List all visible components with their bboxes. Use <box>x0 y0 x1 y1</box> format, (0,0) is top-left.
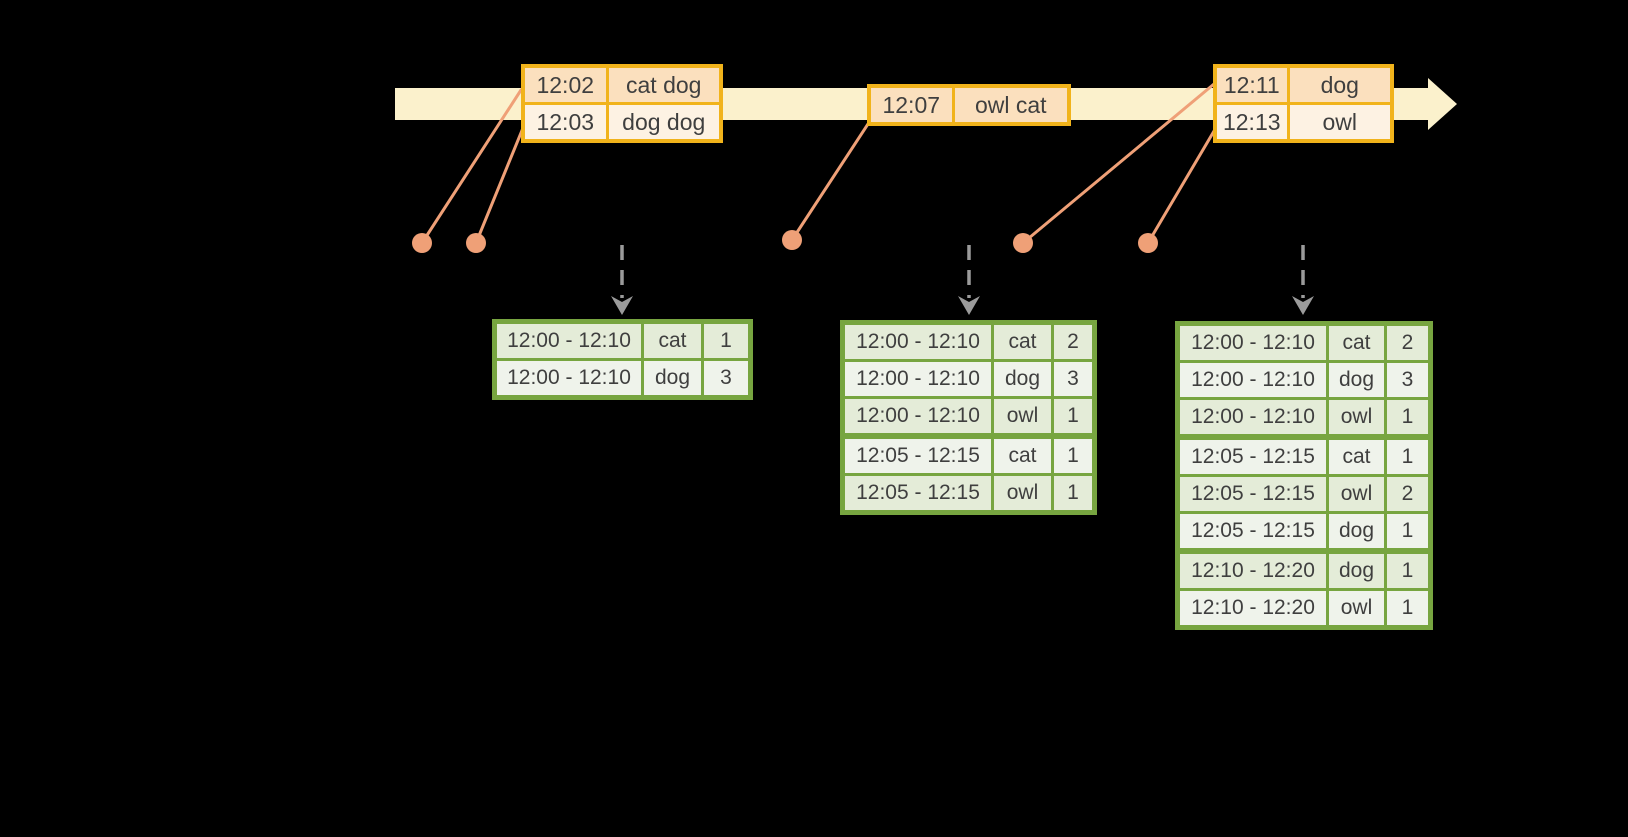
cell: 1 <box>1051 396 1096 438</box>
event-dot <box>1138 233 1158 253</box>
cell: owl <box>1286 102 1394 143</box>
arrow-down-icon <box>1292 296 1314 315</box>
timeline-arrowhead-icon <box>1428 78 1457 130</box>
event-connector-line <box>1146 124 1219 245</box>
cell: 12:00 - 12:10 <box>841 396 994 438</box>
cell: dog <box>641 358 704 399</box>
cell: 12:00 - 12:10 <box>1176 322 1329 363</box>
event-connector-line <box>474 126 525 245</box>
cell: dog <box>1326 548 1387 591</box>
cell: 12:10 - 12:20 <box>1176 588 1329 629</box>
cell: 1 <box>1051 433 1096 476</box>
cell: 1 <box>1384 434 1432 477</box>
event-connector-line <box>790 122 870 242</box>
trigger-arrow <box>1292 245 1314 315</box>
cell: 12:13 <box>1213 102 1290 143</box>
cell: dog dog <box>605 102 723 143</box>
trigger-arrow <box>958 245 980 315</box>
cell: 12:05 - 12:15 <box>1176 434 1329 477</box>
cell: cat <box>1326 322 1387 363</box>
cell: 12:00 - 12:10 <box>1176 397 1329 439</box>
event-connector-line <box>1021 82 1216 245</box>
cell: 3 <box>1384 360 1432 400</box>
event-connector-line <box>420 88 523 245</box>
cell: 12:07 <box>867 84 955 126</box>
cell: 1 <box>1384 397 1432 439</box>
cell: 12:00 - 12:10 <box>841 321 994 362</box>
cell: cat <box>641 320 704 361</box>
cell: 12:05 - 12:15 <box>1176 474 1329 514</box>
cell: 12:00 - 12:10 <box>493 358 644 399</box>
cell: 1 <box>1384 548 1432 591</box>
cell: 3 <box>701 358 752 399</box>
event-dot <box>782 230 802 250</box>
cell: owl <box>1326 588 1387 629</box>
cell: cat <box>991 433 1054 476</box>
cell: dog <box>1326 360 1387 400</box>
cell: owl <box>1326 474 1387 514</box>
cell: cat dog <box>605 64 723 105</box>
cell: 1 <box>701 320 752 361</box>
cell: cat <box>991 321 1054 362</box>
cell: owl <box>1326 397 1387 439</box>
cell: dog <box>1286 64 1394 105</box>
cell: 2 <box>1384 322 1432 363</box>
cell: 12:00 - 12:10 <box>841 359 994 399</box>
cell: 12:00 - 12:10 <box>1176 360 1329 400</box>
cell: 12:10 - 12:20 <box>1176 548 1329 591</box>
arrow-down-icon <box>958 296 980 315</box>
cell: owl <box>991 396 1054 438</box>
cell: 12:00 - 12:10 <box>493 320 644 361</box>
cell: 3 <box>1051 359 1096 399</box>
cell: 2 <box>1384 474 1432 514</box>
event-dot <box>1013 233 1033 253</box>
cell: 12:05 - 12:15 <box>1176 511 1329 553</box>
cell: 12:05 - 12:15 <box>841 433 994 476</box>
cell: 2 <box>1051 321 1096 362</box>
cell: 12:11 <box>1213 64 1290 105</box>
cell: owl <box>991 473 1054 514</box>
arrow-down-icon <box>611 296 633 315</box>
cell: cat <box>1326 434 1387 477</box>
cell: 1 <box>1051 473 1096 514</box>
cell: 12:02 <box>521 64 609 105</box>
event-dot <box>412 233 432 253</box>
cell: 1 <box>1384 588 1432 629</box>
cell: owl cat <box>951 84 1071 126</box>
event-dot <box>466 233 486 253</box>
trigger-arrow <box>611 245 633 315</box>
cell: 12:03 <box>521 102 609 143</box>
cell: dog <box>991 359 1054 399</box>
cell: 12:05 - 12:15 <box>841 473 994 514</box>
cell: 1 <box>1384 511 1432 553</box>
cell: dog <box>1326 511 1387 553</box>
